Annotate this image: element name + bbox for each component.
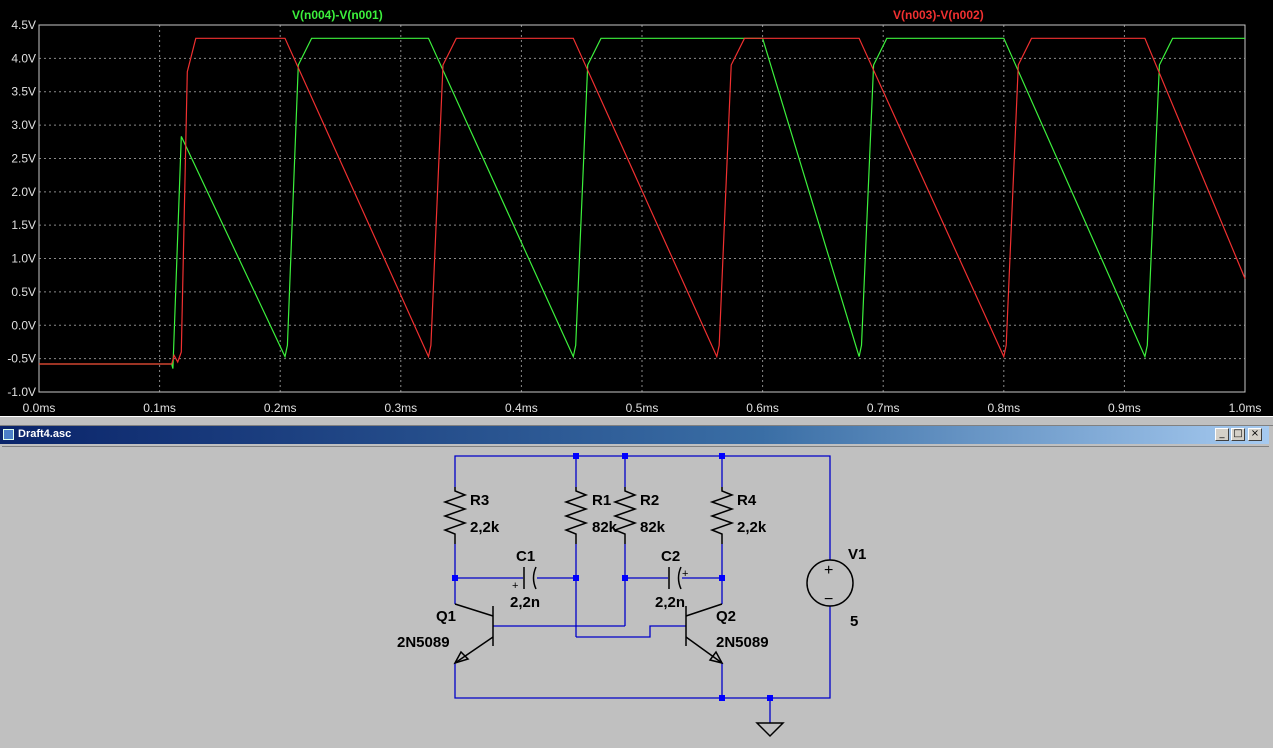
- y-tick-label: -1.0V: [7, 385, 36, 399]
- transistor-q1[interactable]: [453, 603, 494, 665]
- plot-grid: [39, 25, 1245, 392]
- trace-label-red[interactable]: V(n003)-V(n002): [893, 8, 984, 22]
- waveform-plot-window[interactable]: 4.5V 4.0V 3.5V 3.0V 2.5V 2.0V 1.5V 1.0V 0.5V 0.0V…: [0, 0, 1273, 424]
- c1-name: C1: [516, 548, 535, 565]
- x-tick-label: 0.3ms: [384, 401, 417, 415]
- resistor-r3[interactable]: [442, 487, 468, 544]
- voltage-source-v1[interactable]: [806, 559, 854, 607]
- waveform-plot[interactable]: 4.5V 4.0V 3.5V 3.0V 2.5V 2.0V 1.5V 1.0V 0.5V 0.0V…: [0, 0, 1273, 416]
- q2-name: Q2: [716, 608, 736, 625]
- x-tick-label: 0.4ms: [505, 401, 538, 415]
- plot-frame: [38, 24, 1246, 393]
- y-tick-label: 4.5V: [11, 18, 36, 32]
- v1-plus-sign: +: [824, 562, 833, 579]
- trace-group: [39, 37, 1246, 369]
- y-tick-label: 1.5V: [11, 218, 36, 232]
- x-tick-label: 0.5ms: [626, 401, 659, 415]
- x-tick-label: 0.8ms: [987, 401, 1020, 415]
- y-tick-label: 2.5V: [11, 151, 36, 165]
- resistor-r1[interactable]: [563, 487, 589, 544]
- c1-polarity: +: [512, 580, 518, 592]
- schematic-titlebar[interactable]: Draft4.asc _ □ ×: [0, 426, 1269, 444]
- trace-label-green[interactable]: V(n004)-V(n001): [292, 8, 383, 22]
- y-tick-label: 0.0V: [11, 318, 36, 332]
- r1-value: 82k: [592, 519, 618, 536]
- y-tick-label: 1.0V: [11, 252, 36, 266]
- r2-value: 82k: [640, 519, 666, 536]
- ground-symbol[interactable]: [755, 722, 785, 738]
- x-tick-label: 0.9ms: [1108, 401, 1141, 415]
- plot-top-strip: [0, 0, 1273, 8]
- r4-value: 2,2k: [737, 519, 767, 536]
- y-tick-label: -0.5V: [7, 352, 36, 366]
- y-tick-label: 3.0V: [11, 118, 36, 132]
- trace-red-line[interactable]: [39, 37, 1246, 365]
- q1-model: 2N5089: [397, 634, 450, 651]
- x-tick-label: 0.2ms: [264, 401, 297, 415]
- c2-name: C2: [661, 548, 680, 565]
- x-tick-label: 0.0ms: [23, 401, 56, 415]
- x-tick-label: 1.0ms: [1229, 401, 1262, 415]
- c2-polarity: +: [682, 568, 688, 580]
- y-tick-label: 2.0V: [11, 185, 36, 199]
- r3-value: 2,2k: [470, 519, 500, 536]
- schematic-file-icon: [3, 429, 14, 440]
- window-splitter[interactable]: [0, 416, 1273, 426]
- trace-green-line[interactable]: [39, 37, 1245, 369]
- maximize-button[interactable]: □: [1231, 428, 1245, 441]
- r2-name: R2: [640, 492, 659, 509]
- y-tick-label: 3.5V: [11, 85, 36, 99]
- schematic-wires: [454, 455, 831, 723]
- resistor-r4[interactable]: [709, 487, 735, 544]
- schematic-window: Draft4.asc _ □ ×: [0, 426, 1273, 742]
- y-axis-ticks: 4.5V 4.0V 3.5V 3.0V 2.5V 2.0V 1.5V 1.0V 0.5V 0.0V…: [7, 18, 36, 399]
- resistor-r2[interactable]: [612, 487, 638, 544]
- v1-name: V1: [848, 546, 866, 563]
- x-axis-ticks: 0.0ms 0.1ms 0.2ms 0.3ms 0.4ms 0.5ms 0.6ms 0.7ms…: [23, 401, 1262, 415]
- x-tick-label: 0.7ms: [867, 401, 900, 415]
- capacitor-c2[interactable]: [668, 566, 682, 590]
- x-tick-label: 0.1ms: [143, 401, 176, 415]
- close-button[interactable]: ×: [1248, 428, 1262, 441]
- c1-value: 2,2n: [510, 594, 540, 611]
- q1-name: Q1: [436, 608, 456, 625]
- schematic-drawing[interactable]: R3 2,2k R1 82k R2 82k R4 2,2k C1 2,2n + …: [2, 447, 1269, 743]
- capacitor-c1[interactable]: [523, 566, 537, 590]
- r4-name: R4: [737, 492, 757, 509]
- v1-minus-sign: −: [824, 591, 833, 608]
- r3-name: R3: [470, 492, 489, 509]
- minimize-button[interactable]: _: [1215, 428, 1229, 441]
- y-tick-label: 4.0V: [11, 51, 36, 65]
- transistor-q2[interactable]: [685, 603, 724, 665]
- schematic-canvas[interactable]: R3 2,2k R1 82k R2 82k R4 2,2k C1 2,2n + …: [2, 446, 1269, 742]
- x-tick-label: 0.6ms: [746, 401, 779, 415]
- q2-model: 2N5089: [716, 634, 769, 651]
- schematic-window-title: Draft4.asc: [18, 428, 72, 440]
- r1-name: R1: [592, 492, 611, 509]
- v1-value: 5: [850, 613, 858, 630]
- c2-value: 2,2n: [655, 594, 685, 611]
- junction-nodes: [452, 453, 773, 701]
- y-tick-label: 0.5V: [11, 285, 36, 299]
